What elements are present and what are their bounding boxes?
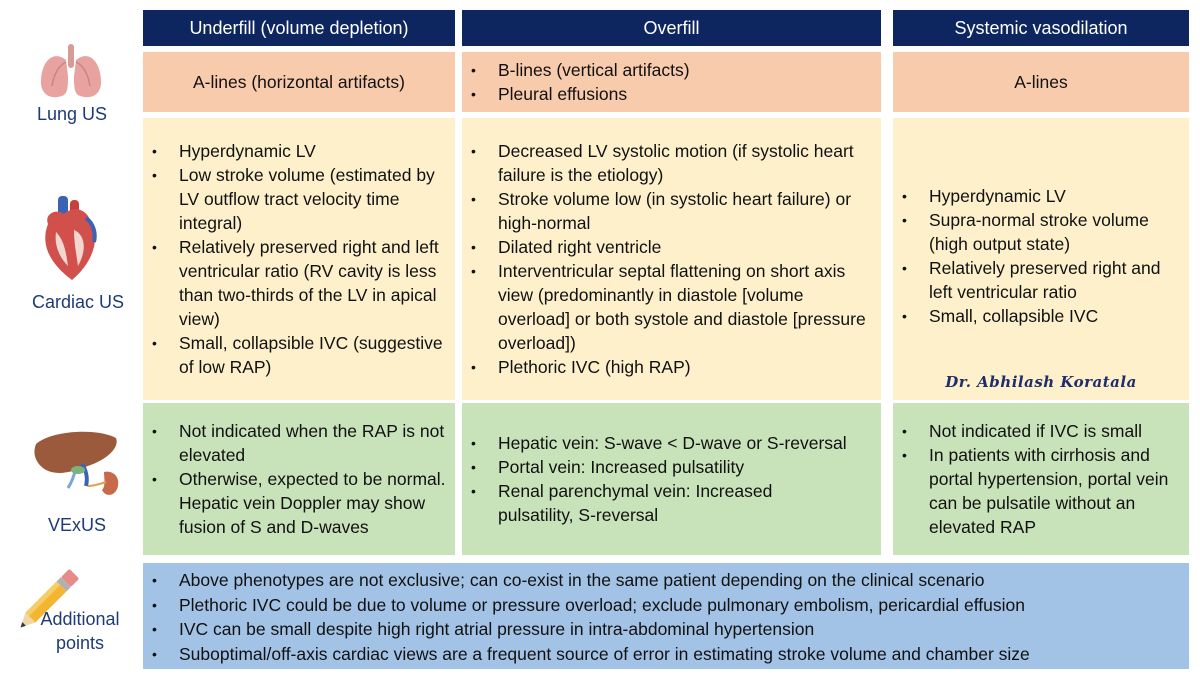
list-item: Relatively preserved right and left vent…: [143, 235, 447, 331]
list-item: Not indicated if IVC is small: [893, 419, 1183, 443]
list-item: Decreased LV systolic motion (if systoli…: [462, 139, 873, 187]
lung-overfill-cell: B-lines (vertical artifacts) Pleural eff…: [462, 52, 881, 112]
list-item: B-lines (vertical artifacts): [462, 58, 690, 82]
list-item: Portal vein: Increased pulsatility: [462, 455, 851, 479]
row-label-lung: Lung US: [36, 104, 108, 124]
list-item: Low stroke volume (estimated by LV outfl…: [143, 163, 447, 235]
list-item: Hyperdynamic LV: [143, 139, 447, 163]
list-item: Not indicated when the RAP is not elevat…: [143, 419, 447, 467]
lungs-icon: [36, 42, 106, 102]
list-item: Above phenotypes are not exclusive; can …: [143, 568, 1189, 593]
list-item: Small, collapsible IVC (suggestive of lo…: [143, 331, 447, 379]
lung-underfill-text: A-lines (horizontal artifacts): [192, 72, 406, 92]
list-item: Hyperdynamic LV: [893, 184, 1183, 208]
list-item: Pleural effusions: [462, 82, 690, 106]
list-item: Hepatic vein: S-wave < D-wave or S-rever…: [462, 431, 851, 455]
author-signature: Dr. Abhilash Koratala: [945, 373, 1137, 391]
cardiac-overfill-cell: Decreased LV systolic motion (if systoli…: [462, 118, 881, 400]
row-label-additional-line1: Additional: [40, 609, 120, 629]
cardiac-underfill-cell: Hyperdynamic LV Low stroke volume (estim…: [143, 118, 455, 400]
list-item: Small, collapsible IVC: [893, 304, 1183, 328]
list-item: In patients with cirrhosis and portal hy…: [893, 443, 1183, 539]
vexus-underfill-list: Not indicated when the RAP is not elevat…: [143, 419, 447, 539]
list-item: Renal parenchymal vein: Increased pulsat…: [462, 479, 851, 527]
vexus-overfill-cell: Hepatic vein: S-wave < D-wave or S-rever…: [462, 403, 881, 555]
list-item: Otherwise, expected to be normal. Hepati…: [143, 467, 447, 539]
vexus-overfill-list: Hepatic vein: S-wave < D-wave or S-rever…: [462, 431, 851, 527]
row-label-cardiac: Cardiac US: [31, 292, 125, 312]
lung-vasodilation-text: A-lines: [1014, 72, 1068, 92]
list-item: Plethoric IVC (high RAP): [462, 355, 873, 379]
liver-kidney-icon: [32, 426, 126, 502]
list-item: Interventricular septal flattening on sh…: [462, 259, 873, 355]
vexus-vasodilation-cell: Not indicated if IVC is small In patient…: [893, 403, 1189, 555]
cardiac-vasodilation-cell: Hyperdynamic LV Supra-normal stroke volu…: [893, 118, 1189, 400]
column-header-vasodilation: Systemic vasodilation: [893, 10, 1189, 46]
additional-points-list: Above phenotypes are not exclusive; can …: [143, 568, 1189, 666]
additional-points-cell: Above phenotypes are not exclusive; can …: [143, 563, 1189, 669]
list-item: Dilated right ventricle: [462, 235, 873, 259]
lung-vasodilation-cell: A-lines: [893, 52, 1189, 112]
vexus-underfill-cell: Not indicated when the RAP is not elevat…: [143, 403, 455, 555]
row-label-vexus: VExUS: [47, 515, 107, 535]
vexus-vasodilation-list: Not indicated if IVC is small In patient…: [893, 419, 1183, 539]
cardiac-overfill-list: Decreased LV systolic motion (if systoli…: [462, 139, 873, 379]
heart-icon: [36, 194, 104, 286]
list-item: Relatively preserved right and left vent…: [893, 256, 1183, 304]
list-item: Suboptimal/off-axis cardiac views are a …: [143, 642, 1189, 667]
row-label-additional: Additional points: [24, 607, 136, 655]
list-item: Supra-normal stroke volume (high output …: [893, 208, 1183, 256]
cardiac-vasodilation-list: Hyperdynamic LV Supra-normal stroke volu…: [893, 184, 1183, 328]
list-item: Plethoric IVC could be due to volume or …: [143, 593, 1189, 618]
lung-overfill-list: B-lines (vertical artifacts) Pleural eff…: [462, 58, 690, 106]
column-header-underfill: Underfill (volume depletion): [143, 10, 455, 46]
row-label-additional-line2: points: [55, 633, 105, 653]
column-header-overfill: Overfill: [462, 10, 881, 46]
cardiac-vasodilation-body: Hyperdynamic LV Supra-normal stroke volu…: [893, 178, 1189, 334]
pencil-icon: [6, 562, 86, 642]
cardiac-underfill-list: Hyperdynamic LV Low stroke volume (estim…: [143, 139, 447, 379]
list-item: IVC can be small despite high right atri…: [143, 617, 1189, 642]
list-item: Stroke volume low (in systolic heart fai…: [462, 187, 873, 235]
lung-underfill-cell: A-lines (horizontal artifacts): [143, 52, 455, 112]
